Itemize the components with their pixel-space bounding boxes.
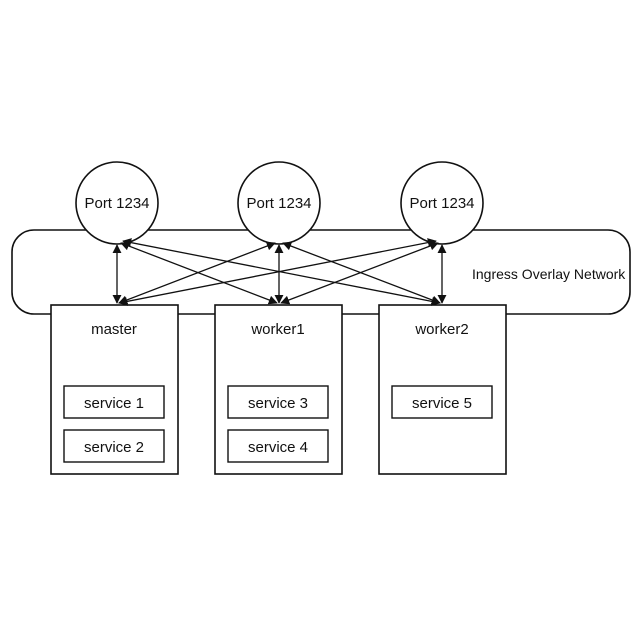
node-master: master service 1 service 2 [51,305,178,474]
ingress-network-label: Ingress Overlay Network [472,266,626,282]
node-worker2: worker2 service 5 [379,305,506,474]
service-label-1: service 1 [84,395,144,412]
node-label-master: master [91,321,137,338]
service-label-4: service 4 [248,439,308,456]
service-label-5: service 5 [412,395,472,412]
port-label-3: Port 1234 [409,195,474,212]
node-worker1: worker1 service 3 service 4 [215,305,342,474]
port-1: Port 1234 [76,162,158,244]
port-3: Port 1234 [401,162,483,244]
node-label-worker1: worker1 [250,321,304,338]
port-label-2: Port 1234 [246,195,311,212]
node-label-worker2: worker2 [414,321,468,338]
service-label-3: service 3 [248,395,308,412]
port-2: Port 1234 [238,162,320,244]
service-label-2: service 2 [84,439,144,456]
port-label-1: Port 1234 [84,195,149,212]
